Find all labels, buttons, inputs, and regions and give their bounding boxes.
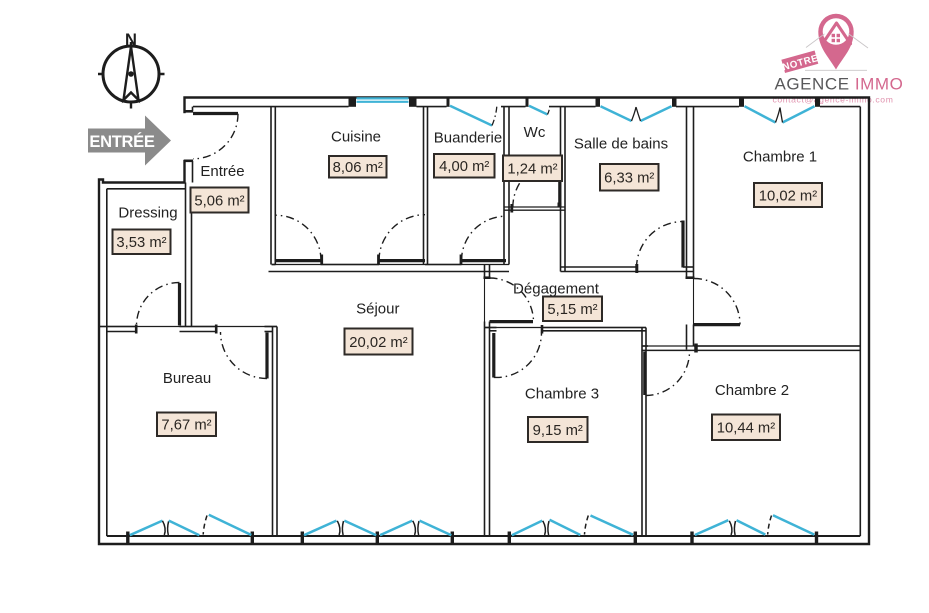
svg-text:5,15 m²: 5,15 m² — [547, 302, 597, 318]
svg-text:Buanderie: Buanderie — [434, 130, 502, 147]
svg-text:5,06 m²: 5,06 m² — [194, 193, 244, 209]
svg-text:Dégagement: Dégagement — [513, 281, 600, 298]
svg-text:contact@agence-immo.com: contact@agence-immo.com — [773, 95, 894, 105]
svg-text:1,24 m²: 1,24 m² — [507, 162, 557, 178]
svg-text:Salle de bains: Salle de bains — [574, 136, 668, 153]
svg-text:3,53 m²: 3,53 m² — [116, 235, 166, 251]
svg-text:AGENCE IMMO: AGENCE IMMO — [775, 75, 904, 94]
svg-text:20,02 m²: 20,02 m² — [349, 335, 407, 351]
svg-text:Entrée: Entrée — [200, 163, 244, 180]
svg-text:4,00 m²: 4,00 m² — [439, 159, 489, 175]
svg-text:6,33 m²: 6,33 m² — [604, 171, 654, 187]
svg-text:Wc: Wc — [524, 124, 546, 141]
svg-text:N: N — [125, 31, 137, 49]
svg-text:Bureau: Bureau — [163, 370, 211, 387]
svg-text:7,67 m²: 7,67 m² — [161, 418, 211, 434]
svg-text:10,44 m²: 10,44 m² — [717, 421, 775, 437]
svg-text:8,06 m²: 8,06 m² — [333, 160, 383, 176]
svg-text:Chambre 3: Chambre 3 — [525, 386, 599, 403]
svg-text:Séjour: Séjour — [356, 301, 399, 318]
svg-text:10,02 m²: 10,02 m² — [759, 188, 817, 204]
svg-text:9,15 m²: 9,15 m² — [533, 423, 583, 439]
svg-text:Cuisine: Cuisine — [331, 129, 381, 146]
svg-text:Dressing: Dressing — [118, 205, 177, 222]
svg-text:ENTRÉE: ENTRÉE — [89, 132, 154, 151]
svg-text:Chambre 2: Chambre 2 — [715, 382, 789, 399]
svg-text:Chambre 1: Chambre 1 — [743, 149, 817, 166]
